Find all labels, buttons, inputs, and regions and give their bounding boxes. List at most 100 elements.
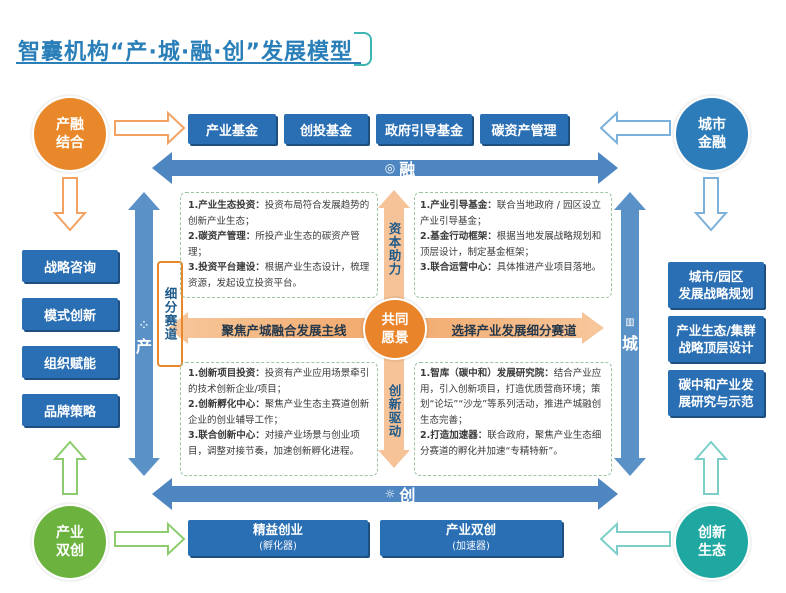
arrow-bl-right bbox=[114, 521, 186, 557]
corner-chanye-line1: 产业 bbox=[56, 525, 84, 541]
corner-chuangxin-line2: 生态 bbox=[698, 543, 726, 559]
corner-chengshi-line2: 金融 bbox=[698, 135, 726, 151]
corner-chengshi-line1: 城市 bbox=[698, 117, 726, 133]
item-head: 1.产业生态投资： bbox=[188, 200, 265, 211]
title-underline bbox=[16, 62, 361, 64]
quad-bottom-right: 1.智库（碳中和）发展研究院：结合产业应用，引入创新项目，打造优质营商环境；策划… bbox=[420, 366, 604, 459]
item-body: 对接产业场景与创业项目，调整对接节奏，加速创新孵化进程。 bbox=[188, 430, 360, 457]
quad-bottom-right-item-1: 1.智库（碳中和）发展研究院：结合产业应用，引入创新项目，打造优质营商环境；策划… bbox=[420, 366, 604, 428]
page-title: 智囊机构“产·城·融·创”发展模型 bbox=[18, 40, 353, 65]
left-bar-text: 产 bbox=[135, 336, 152, 356]
right-bar-label: ▥ 城 bbox=[620, 310, 640, 360]
quad-top-right-item-1: 1.产业引导基金：联合当地政府 / 园区设立产业引导基金； bbox=[420, 198, 604, 229]
quad-top-left-item-2: 2.碳资产管理：所投产业生态的碳资产管理； bbox=[188, 229, 370, 260]
segment-bracket bbox=[157, 261, 183, 367]
item-body: 投资有产业应用场景牵引的技术创新企业/项目； bbox=[188, 368, 370, 395]
left-box-4: 品牌策略 bbox=[22, 394, 118, 426]
corner-chanrong: 产融 结合 bbox=[34, 98, 106, 170]
bottom-box-2-sub: (加速器) bbox=[452, 541, 490, 552]
quad-top-left-frame bbox=[180, 192, 378, 298]
item-head: 1.智库（碳中和）发展研究院： bbox=[420, 368, 554, 379]
corner-chanrong-line2: 结合 bbox=[56, 135, 84, 151]
bottom-bar-text: 创 bbox=[399, 486, 416, 505]
corner-chuangxin-line1: 创新 bbox=[698, 525, 726, 541]
arrow-tl-right bbox=[114, 110, 186, 146]
arrow-tr-down bbox=[693, 177, 729, 232]
quad-bottom-left-frame bbox=[180, 362, 378, 476]
item-head: 2.创新孵化中心： bbox=[188, 399, 265, 410]
top-box-2: 创投基金 bbox=[284, 114, 368, 144]
capital-label: 资本助力 bbox=[386, 222, 402, 276]
quad-bottom-left: 1.创新项目投资：投资有产业应用场景牵引的技术创新企业/项目； 2.创新孵化中心… bbox=[188, 366, 370, 459]
top-box-1: 产业基金 bbox=[188, 114, 276, 144]
quad-top-right-frame bbox=[414, 192, 612, 298]
top-box-3: 政府引导基金 bbox=[376, 114, 472, 144]
bottom-box-2-main: 产业双创 bbox=[445, 522, 496, 537]
segment-label: 细分赛道 bbox=[162, 287, 178, 341]
top-bar-arrow bbox=[152, 152, 618, 184]
right-bar-arrow bbox=[614, 192, 646, 476]
bottom-box-1-main: 精益创业 bbox=[252, 522, 303, 537]
quad-bottom-right-item-2: 2.打造加速器：联合政府，聚焦产业生态细分赛道的孵化并加速“专精特新”。 bbox=[420, 428, 604, 459]
corner-chanrong-line1: 产融 bbox=[56, 117, 84, 133]
left-box-3: 组织赋能 bbox=[22, 346, 118, 378]
item-body: 投资布局符合发展趋势的创新产业生态； bbox=[188, 200, 370, 227]
right-box-1-line2: 发展战略规划 bbox=[678, 286, 754, 301]
bottom-box-2: 产业双创 (加速器) bbox=[380, 520, 562, 556]
bottom-bar-label: ☼ 创 bbox=[370, 484, 430, 505]
quad-bottom-right-frame bbox=[414, 362, 612, 476]
item-head: 2.基金行动框架： bbox=[420, 231, 497, 242]
hub-center-line2: 愿景 bbox=[381, 330, 409, 346]
hub-left-text: 聚焦产城融合发展主线 bbox=[221, 323, 347, 338]
quad-top-left-item-1: 1.产业生态投资：投资布局符合发展趋势的创新产业生态； bbox=[188, 198, 370, 229]
right-box-3: 碳中和产业发 展研究与示范 bbox=[668, 370, 764, 416]
right-box-3-line1: 碳中和产业发 bbox=[678, 377, 754, 392]
top-box-4: 碳资产管理 bbox=[480, 114, 568, 144]
item-body: 所投产业生态的碳资产管理； bbox=[188, 231, 360, 258]
arrow-tl-down bbox=[52, 177, 88, 232]
item-body: 联合政府，聚焦产业生态细分赛道的孵化并加速“专精特新”。 bbox=[420, 430, 602, 457]
bottom-box-1: 精益创业 (孵化器) bbox=[188, 520, 368, 556]
left-bar-arrow bbox=[128, 192, 160, 476]
bottom-box-1-sub: (孵化器) bbox=[259, 541, 297, 552]
arrow-br-left bbox=[599, 521, 671, 557]
right-bar-text: 城 bbox=[621, 333, 638, 353]
building-icon: ▥ bbox=[625, 316, 635, 328]
right-box-1: 城市/园区 发展战略规划 bbox=[668, 262, 764, 308]
coin-icon: ◎ bbox=[384, 161, 396, 175]
quad-bottom-left-item-2: 2.创新孵化中心：聚焦产业生态主赛道创新企业的创业辅导工作； bbox=[188, 397, 370, 428]
corner-chanye-line2: 双创 bbox=[56, 543, 84, 559]
hub-right-text: 选择产业发展细分赛道 bbox=[451, 323, 577, 338]
quad-top-left: 1.产业生态投资：投资布局符合发展趋势的创新产业生态； 2.碳资产管理：所投产业… bbox=[188, 198, 370, 291]
innovation-label: 创新驱动 bbox=[386, 384, 402, 438]
hub-center: 共同 愿景 bbox=[365, 300, 425, 358]
left-bar-label: ⁘ 产 bbox=[134, 316, 154, 360]
right-box-3-line2: 展研究与示范 bbox=[678, 394, 754, 409]
arrow-tr-left bbox=[599, 110, 671, 146]
corner-chuangxin: 创新 生态 bbox=[676, 506, 748, 578]
item-body: 根据产业生态设计，梳理资源，发起设立投资平台。 bbox=[188, 262, 370, 289]
quad-top-right-item-3: 3.联合运营中心：具体推进产业项目落地。 bbox=[420, 260, 604, 276]
item-head: 2.打造加速器： bbox=[420, 430, 488, 441]
bottom-bar-arrow bbox=[152, 478, 618, 510]
corner-chengshi: 城市 金融 bbox=[676, 98, 748, 170]
right-box-2-line2: 战略顶层设计 bbox=[678, 340, 754, 355]
item-head: 3.投资平台建设： bbox=[188, 262, 265, 273]
item-head: 3.联合创新中心： bbox=[188, 430, 265, 441]
quad-top-right-item-2: 2.基金行动框架：根据当地发展战略规划和顶层设计，制定基金框架； bbox=[420, 229, 604, 260]
quad-top-right: 1.产业引导基金：联合当地政府 / 园区设立产业引导基金； 2.基金行动框架：根… bbox=[420, 198, 604, 276]
item-head: 1.产业引导基金： bbox=[420, 200, 497, 211]
item-head: 2.碳资产管理： bbox=[188, 231, 256, 242]
item-body: 结合产业应用，引入创新项目，打造优质营商环境；策划“论坛”“沙龙”等系列活动，推… bbox=[420, 368, 602, 426]
arrow-br-up bbox=[693, 440, 729, 495]
item-head: 3.联合运营中心： bbox=[420, 262, 497, 273]
right-box-2: 产业生态/集群 战略顶层设计 bbox=[668, 316, 764, 362]
title-bracket bbox=[354, 32, 372, 66]
quad-bottom-left-item-3: 3.联合创新中心：对接产业场景与创业项目，调整对接节奏，加速创新孵化进程。 bbox=[188, 428, 370, 459]
top-bar-label: ◎ 融 bbox=[370, 158, 430, 179]
item-body: 聚焦产业生态主赛道创新企业的创业辅导工作； bbox=[188, 399, 370, 426]
quad-bottom-left-item-1: 1.创新项目投资：投资有产业应用场景牵引的技术创新企业/项目； bbox=[188, 366, 370, 397]
cluster-icon: ⁘ bbox=[139, 319, 149, 331]
item-head: 1.创新项目投资： bbox=[188, 368, 265, 379]
corner-chanye: 产业 双创 bbox=[34, 506, 106, 578]
